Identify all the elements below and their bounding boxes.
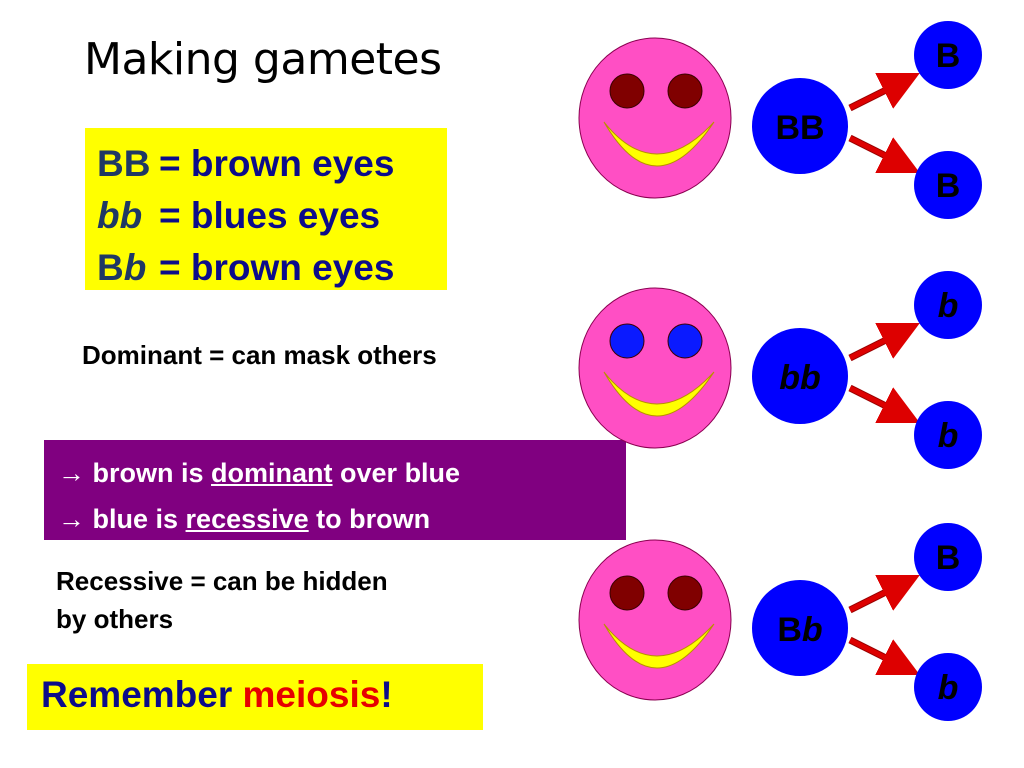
remember-banner: Remember meiosis! (27, 664, 483, 730)
legend-phenotype: = brown eyes (159, 247, 395, 288)
smiley-face (578, 539, 732, 701)
remember-exclamation: ! (380, 674, 393, 715)
arrow-up-icon (848, 73, 920, 111)
gamete-allele: B (936, 37, 961, 75)
smiley-face (578, 37, 732, 199)
legend-genotype: Bb (97, 242, 159, 294)
dominant-definition: Dominant = can mask others (82, 340, 437, 370)
dominance-line: → brown is dominant over blue (58, 450, 626, 496)
genotype-italic: b (123, 247, 147, 288)
smile-mouth (603, 121, 715, 167)
gamete-allele: b (938, 417, 959, 455)
smile-mouth (603, 371, 715, 417)
smile-mouth (603, 623, 715, 669)
gamete-allele: B (936, 539, 961, 577)
genotype-upright: BB (97, 143, 151, 184)
genotype-upright: B (97, 247, 124, 288)
dominant-term: dominant (211, 458, 333, 488)
left-eye (609, 73, 645, 109)
page-title: Making gametes (84, 34, 442, 85)
parent-genotype: BB (775, 109, 824, 147)
legend-row: BB= brown eyes (97, 138, 447, 190)
recessive-text-post: to brown (308, 504, 431, 534)
genotype-legend: BB= brown eyes bb= blues eyes Bb= brown … (85, 128, 447, 290)
genotype-italic: bb (97, 195, 143, 236)
legend-row: bb = blues eyes (97, 190, 447, 242)
gamete-cell (914, 401, 982, 469)
recessive-line: → blue is recessive to brown (58, 496, 626, 542)
recessive-text-pre: blue is (92, 504, 186, 534)
gamete-cell (914, 21, 982, 89)
legend-phenotype: = blues eyes (159, 195, 381, 236)
gamete-allele: b (938, 669, 959, 707)
arrow-up-icon (848, 323, 920, 361)
remember-text: Remember (41, 674, 243, 715)
legend-phenotype: = brown eyes (159, 143, 395, 184)
gamete-cell (914, 271, 982, 339)
left-eye (609, 323, 645, 359)
right-eye (667, 575, 703, 611)
smiley-face (578, 287, 732, 449)
recessive-definition: Recessive = can be hidden by others (56, 562, 516, 638)
legend-genotype: BB (97, 138, 159, 190)
recessive-definition-line: Recessive = can be hidden (56, 566, 388, 596)
right-arrow-icon: → (58, 458, 85, 488)
right-arrow-icon: → (58, 504, 85, 534)
arrow-down-icon (848, 385, 920, 423)
gamete-cell (914, 151, 982, 219)
gamete-cell (914, 523, 982, 591)
meiosis-word: meiosis (242, 674, 381, 715)
parent-genotype: bb (779, 359, 821, 397)
parent-cell (752, 580, 848, 676)
dominance-text-pre: brown is (92, 458, 212, 488)
legend-row: Bb= brown eyes (97, 242, 447, 294)
arrow-down-icon (848, 637, 920, 675)
dominance-box: → brown is dominant over blue → blue is … (44, 440, 626, 540)
gamete-allele: b (938, 287, 959, 325)
dominance-text-post: over blue (332, 458, 461, 488)
parent-cell (752, 328, 848, 424)
legend-genotype: bb (97, 190, 159, 242)
arrow-up-icon (848, 575, 920, 613)
recessive-definition-line: by others (56, 604, 174, 634)
parent-genotype: Bb (777, 611, 822, 649)
gamete-allele: B (936, 167, 961, 205)
parent-cell (752, 78, 848, 174)
right-eye (667, 323, 703, 359)
recessive-term: recessive (185, 504, 309, 534)
right-eye (667, 73, 703, 109)
gamete-cell (914, 653, 982, 721)
left-eye (609, 575, 645, 611)
arrow-down-icon (848, 135, 920, 173)
